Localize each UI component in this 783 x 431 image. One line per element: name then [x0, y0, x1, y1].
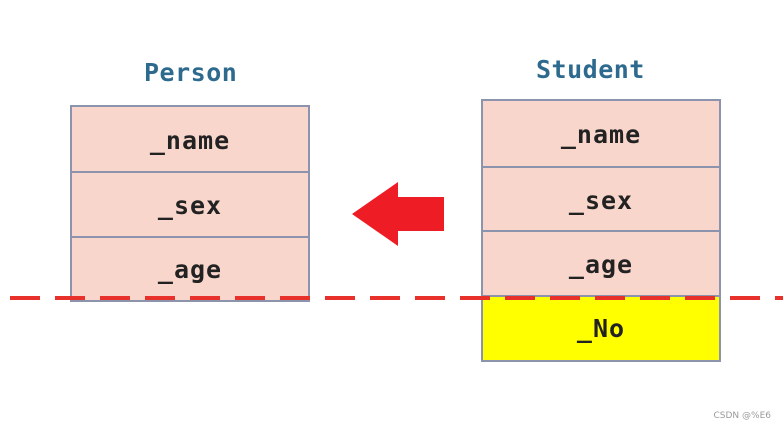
student-field-name: _name [483, 101, 719, 168]
person-field-name: _name [72, 107, 308, 173]
student-field-no: _No [483, 295, 719, 360]
person-field-sex: _sex [72, 171, 308, 237]
person-title: Person [144, 58, 238, 87]
inheritance-arrow-icon [352, 182, 444, 246]
student-field-sex: _sex [483, 166, 719, 232]
person-class-box: _name _sex _age [70, 105, 310, 302]
person-field-age: _age [72, 236, 308, 300]
student-field-age: _age [483, 230, 719, 297]
student-title: Student [536, 55, 645, 84]
watermark: CSDN @%E6 [713, 411, 772, 421]
slicing-dashed-line [10, 296, 783, 300]
student-class-box: _name _sex _age _No [481, 99, 721, 362]
